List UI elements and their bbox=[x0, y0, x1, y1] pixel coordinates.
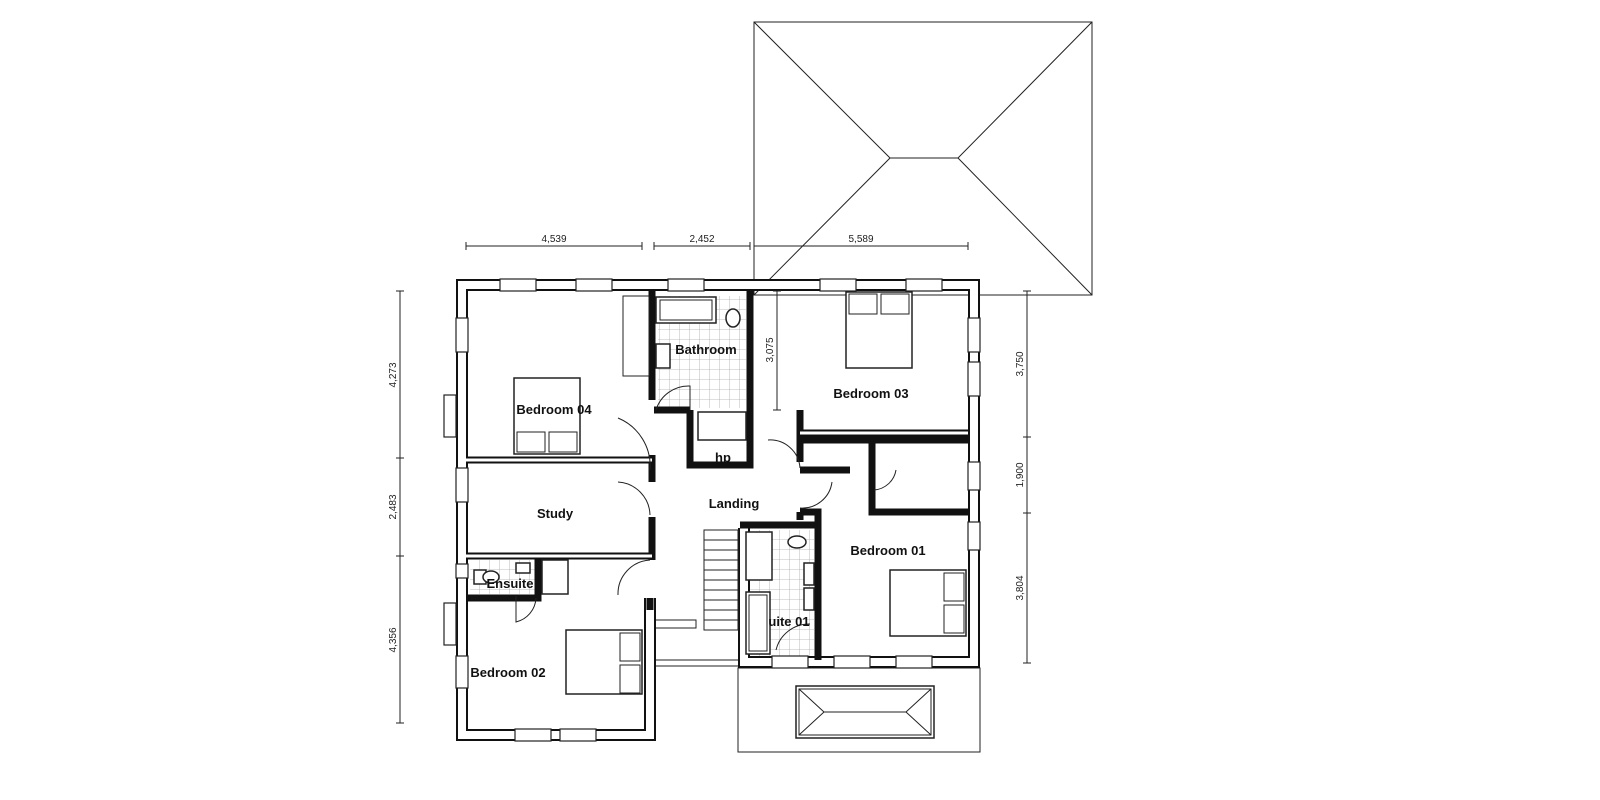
dim-right-2: 1,900 bbox=[1015, 462, 1026, 487]
bed-bedroom03 bbox=[845, 291, 913, 369]
doors bbox=[515, 385, 897, 651]
dim-top-3: 5,589 bbox=[848, 234, 873, 245]
main-roof bbox=[753, 21, 1093, 296]
room-label-bedroom04: Bedroom 04 bbox=[516, 402, 592, 417]
room-label-bathroom: Bathroom bbox=[675, 342, 736, 357]
dim-left-1: 4,273 bbox=[388, 362, 399, 387]
bed-bedroom01 bbox=[889, 569, 967, 637]
dim-left-2: 2,483 bbox=[388, 494, 399, 519]
windows bbox=[443, 278, 981, 742]
room-label-landing: Landing bbox=[709, 496, 760, 511]
dim-internal: 3,075 bbox=[765, 337, 776, 362]
bed-bedroom02 bbox=[565, 629, 643, 695]
room-label-study: Study bbox=[537, 506, 574, 521]
stairs bbox=[703, 529, 739, 631]
interior-walls bbox=[466, 291, 968, 660]
dim-right-1: 3,750 bbox=[1015, 351, 1026, 376]
bay-roof bbox=[737, 667, 981, 753]
room-label-ensuite01: uite 01 bbox=[768, 614, 809, 629]
dim-left-3: 4,356 bbox=[388, 627, 399, 652]
room-label-bedroom02: Bedroom 02 bbox=[470, 665, 545, 680]
room-label-bedroom01: Bedroom 01 bbox=[850, 543, 925, 558]
dimension-lines bbox=[396, 242, 1031, 724]
room-label-hp: hp bbox=[715, 450, 731, 465]
room-label-bedroom03: Bedroom 03 bbox=[833, 386, 908, 401]
room-label-ensuite: Ensuite bbox=[487, 576, 534, 591]
dim-right-3: 3,804 bbox=[1015, 575, 1026, 600]
dim-top-1: 4,539 bbox=[541, 234, 566, 245]
bed-bedroom04 bbox=[513, 377, 581, 455]
fixtures bbox=[473, 295, 815, 655]
dim-top-2: 2,452 bbox=[689, 234, 714, 245]
